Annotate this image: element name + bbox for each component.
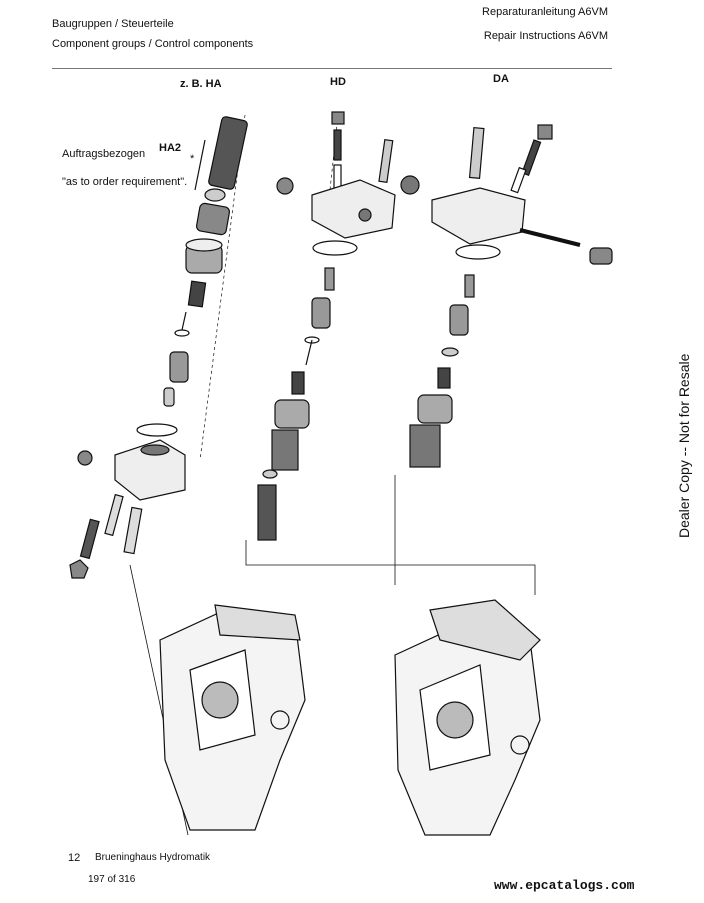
label-hd: HD <box>330 76 346 88</box>
header-left-line1: Baugruppen / Steuerteile <box>52 18 174 30</box>
footer-company: Brueninghaus Hydromatik <box>95 852 211 863</box>
footer-page-number: 12 <box>68 852 81 864</box>
header-right-line2: Repair Instructions A6VM <box>483 30 608 42</box>
note-en: "as to order requirement". <box>62 176 188 188</box>
header-left-line2: Component groups / Control components <box>52 38 254 50</box>
header-right-line1: Reparaturanleitung A6VM <box>482 6 608 18</box>
hd-column <box>257 111 396 541</box>
pump-housing-left <box>159 604 306 831</box>
header-divider <box>52 68 612 69</box>
dealer-copy-watermark: Dealer Copy -- Not for Resale <box>676 353 692 538</box>
note-de: Auftragsbezogen <box>62 148 146 160</box>
da-column <box>400 124 613 468</box>
website-watermark: www.epcatalogs.com <box>494 878 635 893</box>
footer-page-count: 197 of 316 <box>88 874 136 885</box>
asterisk: * <box>190 153 195 165</box>
label-ha: z. B. HA <box>180 78 222 90</box>
ha-column <box>69 114 248 579</box>
pump-housing-right <box>394 599 541 836</box>
label-ha2: HA2 <box>159 142 182 154</box>
label-da: DA <box>493 73 509 85</box>
